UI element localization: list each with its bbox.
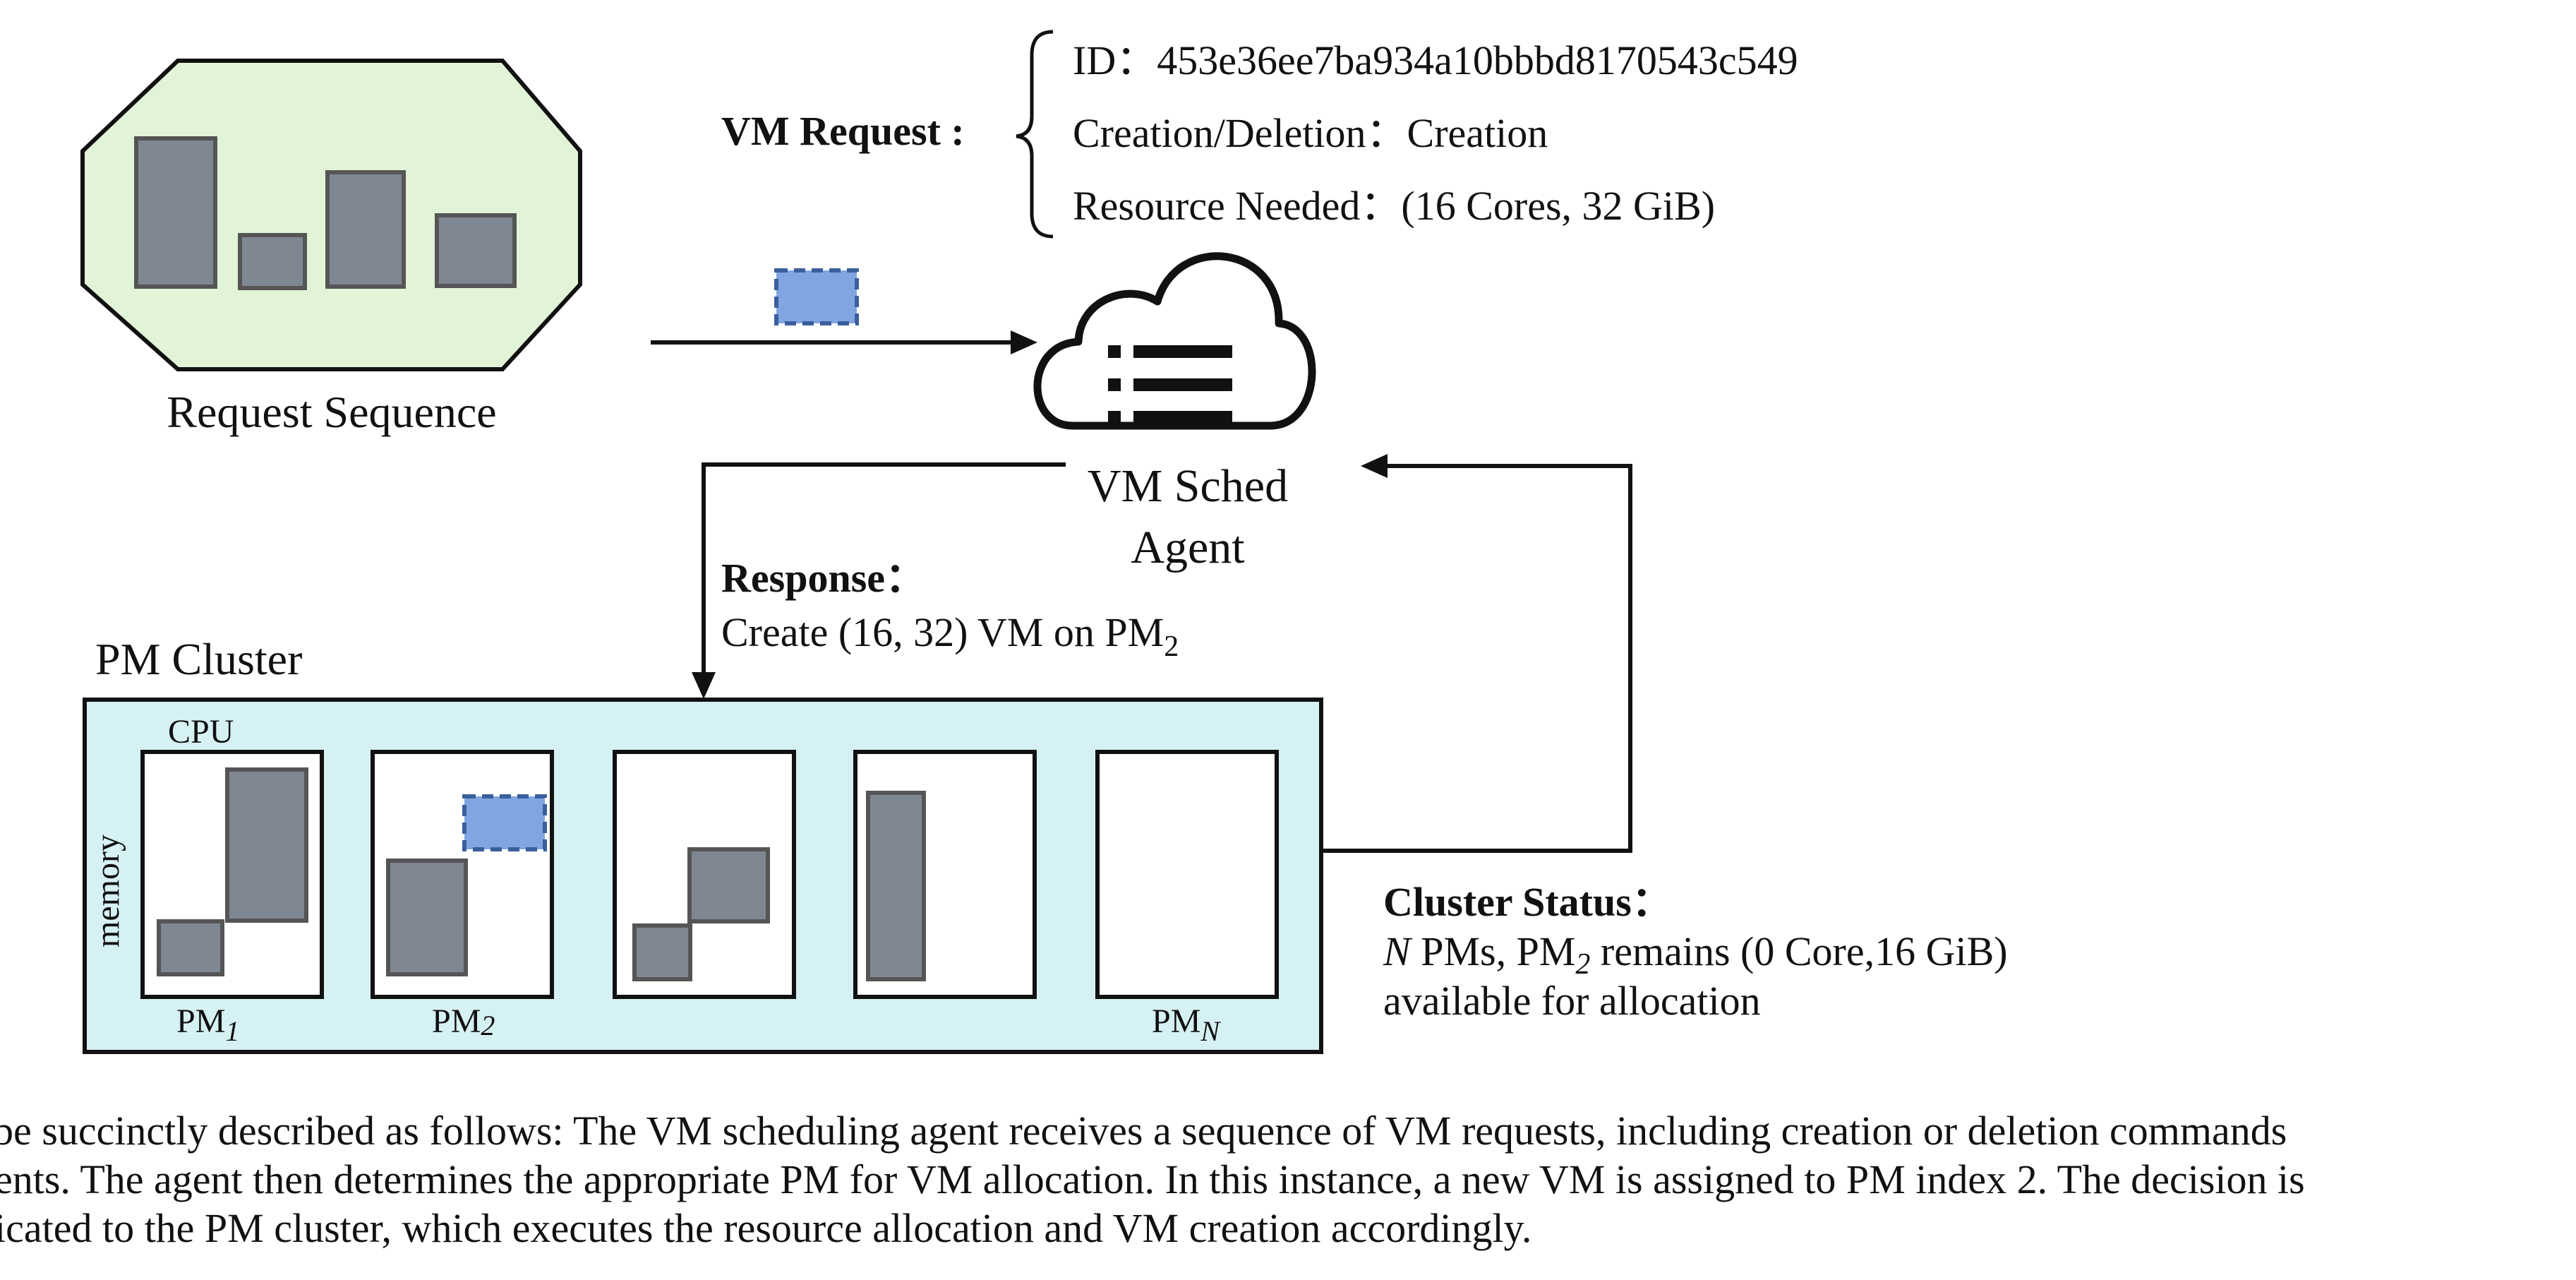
- vm-request: VM Request : ID：453e36ee7ba934a10bbbd817…: [721, 30, 1798, 239]
- response-arrow: [692, 462, 1066, 699]
- vm-request-id-key: ID：: [1073, 37, 1157, 83]
- vm-request-label: VM Request :: [721, 108, 965, 154]
- caption-line: ents. The agent then determines the appr…: [0, 1156, 2305, 1202]
- vm-sched-agent: VM Sched Agent: [1033, 252, 1316, 573]
- list-bar: [1133, 378, 1232, 391]
- cluster-status-label: Cluster Status：: [1383, 879, 1673, 925]
- request-to-agent-arrow: [651, 268, 1037, 354]
- cluster-status-l1a: PMs, PM: [1411, 928, 1576, 974]
- cluster-status: Cluster Status： N PMs, PM2 remains (0 Co…: [1383, 879, 2008, 1024]
- allocated-vm: [386, 859, 468, 976]
- vm-request-brace: [1016, 30, 1054, 239]
- arrow-head: [1011, 330, 1037, 354]
- cpu-label: CPU: [168, 713, 234, 750]
- pm-box: [1095, 750, 1279, 999]
- pm-server: [1095, 750, 1279, 999]
- arrow-head: [1361, 454, 1388, 478]
- list-dot: [1108, 345, 1121, 358]
- request-sequence-label: Request Sequence: [167, 387, 496, 437]
- new-vm: [462, 794, 547, 851]
- pm-server: [140, 750, 324, 999]
- response-text-main: Create (16, 32) VM on PM: [721, 609, 1164, 655]
- arrow-head: [692, 672, 716, 699]
- pm-cluster: PM Cluster CPU memory: [83, 634, 1323, 1054]
- vm-request-id-value: 453e36ee7ba934a10bbbd8170543c549: [1157, 37, 1798, 83]
- cluster-status-line2: available for allocation: [1383, 978, 1761, 1024]
- response: Response： Create (16, 32) VM on PM2: [721, 555, 1179, 663]
- cluster-status-line1: N PMs, PM2 remains (0 Core,16 GiB): [1383, 928, 2008, 981]
- list-bar: [1133, 411, 1232, 424]
- allocated-vm: [866, 791, 926, 981]
- cloud-outline: [1033, 252, 1316, 430]
- allocated-vm: [687, 847, 770, 923]
- response-label: Response：: [721, 555, 926, 601]
- allocated-vm: [225, 767, 308, 923]
- vm-request-operation: Creation/Deletion：Creation: [1073, 110, 1548, 156]
- pm-server: [853, 750, 1037, 999]
- request-sequence: Request Sequence: [80, 59, 582, 437]
- vm-request-resources: Resource Needed：(16 Cores, 32 GiB): [1073, 183, 1715, 229]
- request-block: [134, 136, 217, 289]
- status-arrow: [1320, 454, 1632, 853]
- list-bar: [1133, 345, 1232, 358]
- list-dot: [1108, 411, 1121, 424]
- pm-server: [613, 750, 796, 999]
- caption-line: be succinctly described as follows: The …: [0, 1108, 2287, 1154]
- vm-request-op-key: Creation/Deletion：: [1073, 110, 1407, 156]
- agent-label-line2: Agent: [1131, 522, 1244, 573]
- vm-request-res-value: (16 Cores, 32 GiB): [1401, 183, 1715, 229]
- cluster-status-l1b: remains (0 Core,16 GiB): [1590, 928, 2007, 974]
- vm-request-op-value: Creation: [1407, 110, 1548, 156]
- response-text-sub: 2: [1164, 630, 1179, 663]
- allocated-vm: [632, 923, 692, 981]
- vm-request-res-key: Resource Needed：: [1073, 183, 1401, 229]
- request-block: [325, 170, 406, 289]
- request-block: [435, 213, 517, 288]
- list-dot: [1108, 378, 1121, 391]
- pm-cluster-title: PM Cluster: [95, 634, 302, 684]
- vm-request-id: ID：453e36ee7ba934a10bbbd8170543c549: [1073, 37, 1798, 83]
- memory-label: memory: [89, 835, 126, 947]
- response-text: Create (16, 32) VM on PM2: [721, 609, 1179, 663]
- cloud-list-icon: [1033, 252, 1316, 430]
- pm-server: [371, 750, 554, 999]
- agent-label-line1: VM Sched: [1088, 460, 1288, 512]
- allocated-vm: [157, 919, 224, 976]
- pm-label: PM1: [176, 1003, 239, 1047]
- vm-token: [774, 268, 859, 325]
- caption-line: icated to the PM cluster, which executes…: [0, 1205, 1532, 1251]
- pm-label: PMN: [1152, 1003, 1221, 1047]
- cluster-status-l1sub: 2: [1575, 948, 1590, 981]
- cluster-status-n: N: [1383, 928, 1413, 974]
- pm-label: PM2: [432, 1003, 495, 1041]
- request-block: [238, 233, 307, 290]
